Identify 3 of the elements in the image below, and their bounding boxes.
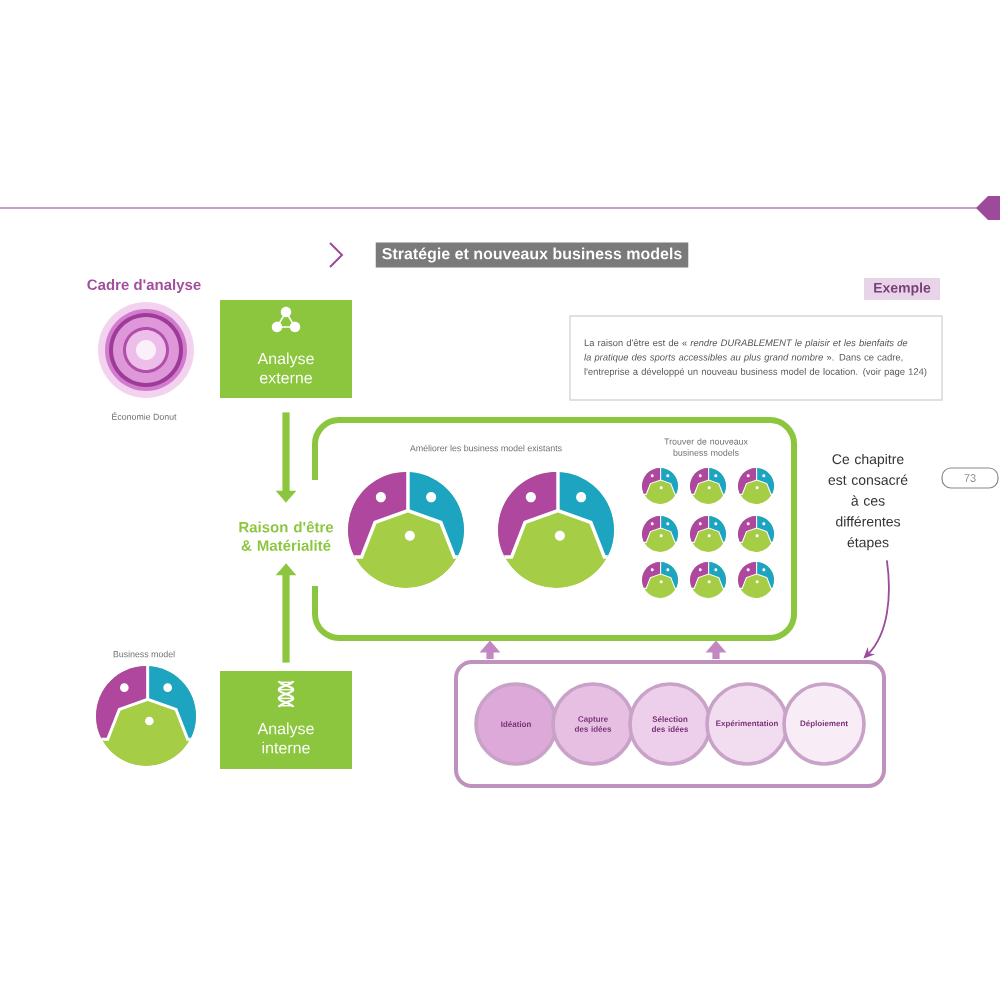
title-banner: Stratégie et nouveaux business models (375, 242, 689, 268)
analysis-box: Analyse interne (220, 671, 352, 769)
analysis-box: Analyse externe (220, 300, 352, 398)
